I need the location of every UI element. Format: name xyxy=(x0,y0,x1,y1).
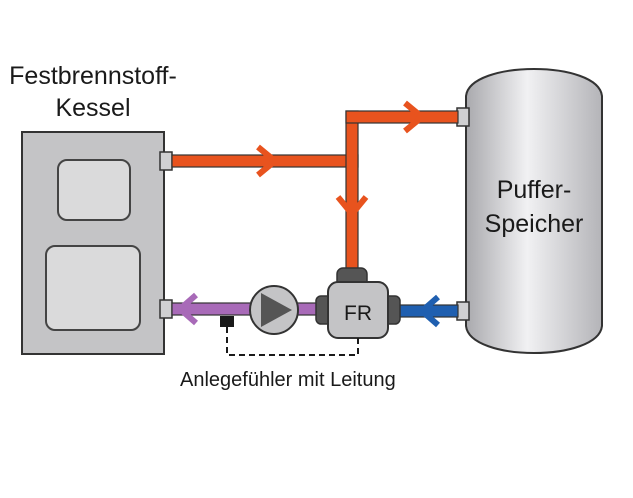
flow-arrow-left-icon xyxy=(175,292,198,326)
sensor-body xyxy=(220,316,234,327)
buffer-tank-body xyxy=(465,68,603,354)
supply-pipe-to-tank xyxy=(345,110,459,124)
supply-flow-arrows xyxy=(256,100,427,219)
flow-regulator: FR xyxy=(315,267,401,339)
regulator-label: FR xyxy=(344,302,372,325)
contact-sensor xyxy=(220,316,359,356)
flow-arrow-right-icon xyxy=(256,144,280,178)
boiler-label-line2: Kessel xyxy=(55,94,130,122)
sensor-cable xyxy=(226,327,359,356)
flow-arrow-down-icon xyxy=(335,195,369,219)
cold-return-pipe xyxy=(397,294,459,328)
boiler-label-line1: Festbrennstoff- xyxy=(9,62,177,90)
buffer-label-line1: Puffer- xyxy=(497,176,572,204)
circulation-pump xyxy=(249,285,299,335)
pump-direction-icon xyxy=(261,293,292,327)
buffer-outlet-fitting xyxy=(456,301,470,321)
boiler-upper-door xyxy=(57,159,131,221)
boiler-inlet-fitting xyxy=(159,299,173,319)
buffer-tank xyxy=(456,68,603,354)
supply-pipe-horizontal xyxy=(171,154,359,168)
boiler-lower-door xyxy=(45,245,141,331)
supply-pipes xyxy=(171,110,459,282)
flow-arrow-left-icon xyxy=(417,294,440,328)
boiler-outlet-fitting xyxy=(159,151,173,171)
buffer-inlet-fitting xyxy=(456,107,470,127)
supply-pipe-vertical xyxy=(345,110,359,282)
boiler xyxy=(21,131,173,355)
sensor-caption: Anlegefühler mit Leitung xyxy=(180,369,396,391)
flow-arrow-right-icon xyxy=(403,100,427,134)
buffer-label-line2: Speicher xyxy=(485,210,584,238)
